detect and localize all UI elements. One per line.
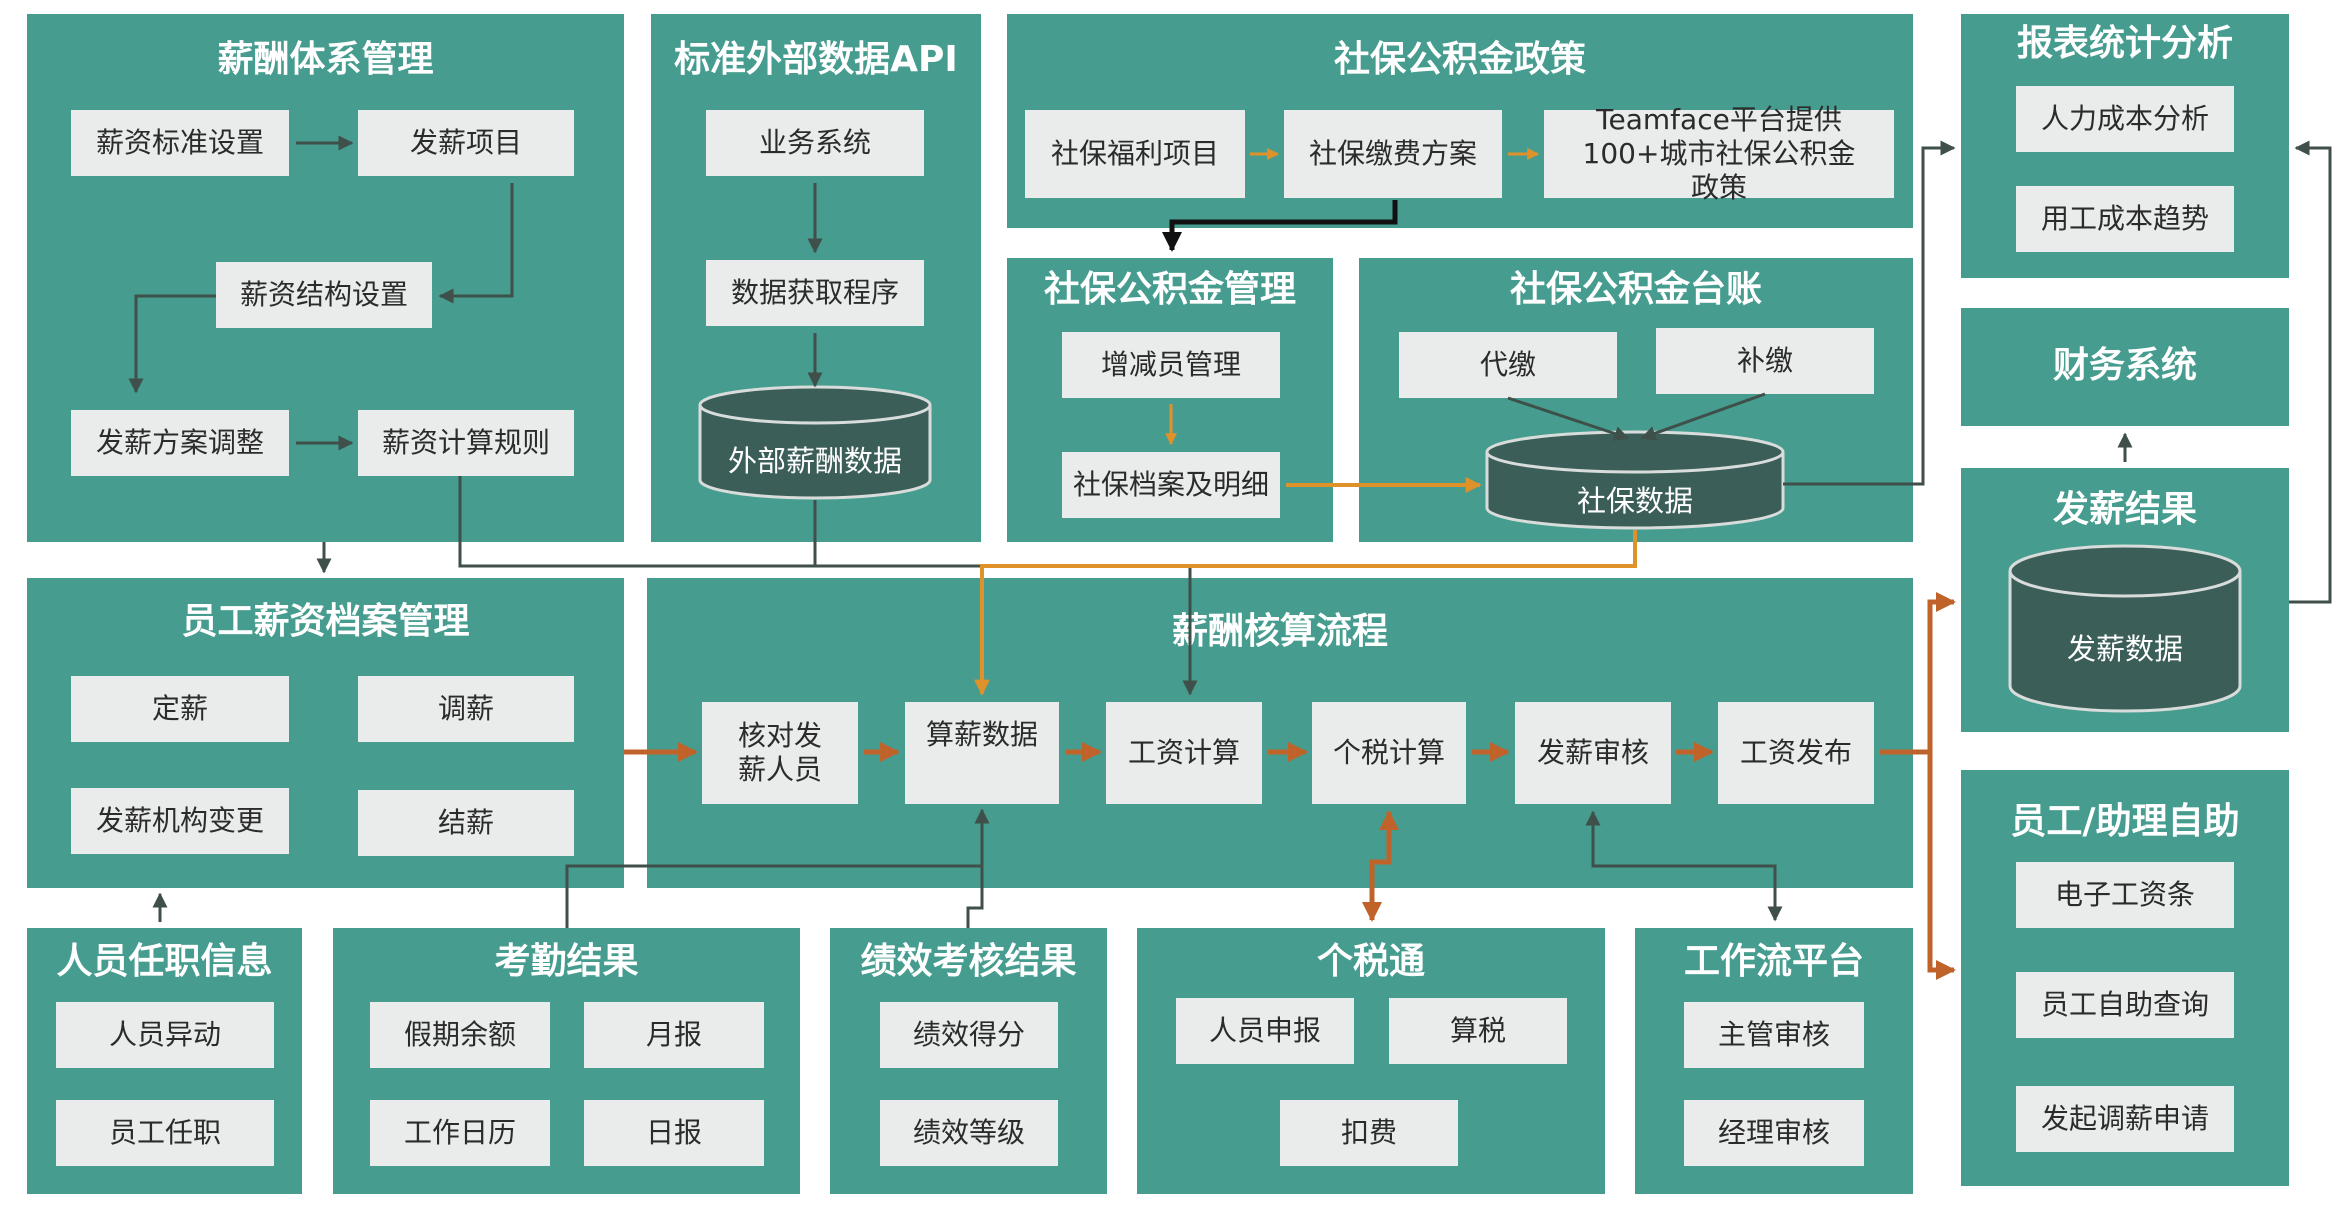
monthly-report[interactable]: 月报 bbox=[584, 1002, 764, 1068]
pay-org-change[interactable]: 发薪机构变更 bbox=[71, 788, 289, 854]
employment-title: 人员任职信息 bbox=[56, 941, 273, 982]
salary-system-title: 薪酬体系管理 bbox=[217, 39, 434, 80]
work-calendar[interactable]: 工作日历 bbox=[370, 1100, 550, 1166]
salary-standard-setting[interactable]: 薪资标准设置 bbox=[71, 110, 289, 176]
tax-calc[interactable]: 个税计算 bbox=[1312, 702, 1466, 804]
salary-structure-setting[interactable]: 薪资结构设置 bbox=[216, 262, 432, 328]
raise-request[interactable]: 发起调薪申请 bbox=[2016, 1086, 2234, 1152]
e-payslip[interactable]: 电子工资条 bbox=[2016, 862, 2234, 928]
fix-salary[interactable]: 定薪 bbox=[71, 676, 289, 742]
leave-balance[interactable]: 假期余额 bbox=[370, 1002, 550, 1068]
ss-manage-title: 社保公积金管理 bbox=[1043, 269, 1296, 310]
staff-declare[interactable]: 人员申报 bbox=[1176, 998, 1354, 1064]
attendance-title: 考勤结果 bbox=[494, 941, 639, 982]
process-chain-arrows bbox=[624, 592, 1956, 980]
proxy-payment[interactable]: 代缴 bbox=[1399, 332, 1617, 398]
staff-change[interactable]: 人员异动 bbox=[56, 1002, 274, 1068]
data-fetch-program[interactable]: 数据获取程序 bbox=[706, 260, 924, 326]
workflow-title: 工作流平台 bbox=[1683, 941, 1864, 982]
business-system[interactable]: 业务系统 bbox=[706, 110, 924, 176]
payresult-to-report-arrow bbox=[2289, 140, 2332, 604]
ss-db-cylinder bbox=[1485, 430, 1785, 530]
wage-release[interactable]: 工资发布 bbox=[1718, 702, 1874, 804]
external-db-label: 外部薪酬数据 bbox=[727, 444, 902, 478]
data-source-lines bbox=[458, 476, 1198, 696]
wage-calc[interactable]: 工资计算 bbox=[1106, 702, 1262, 804]
ss-db-label: 社保数据 bbox=[1576, 484, 1693, 518]
tax-compute[interactable]: 算税 bbox=[1389, 998, 1567, 1064]
pay-db-cylinder bbox=[2008, 544, 2242, 713]
ssdb-to-calcdata-arrow bbox=[974, 530, 1637, 696]
policy-to-manage-arrow bbox=[1162, 200, 1398, 252]
performance-to-calcdata bbox=[966, 866, 984, 928]
adjust-salary[interactable]: 调薪 bbox=[358, 676, 574, 742]
performance-grade[interactable]: 绩效等级 bbox=[880, 1100, 1058, 1166]
tax-deduct[interactable]: 扣费 bbox=[1280, 1100, 1458, 1166]
ss-ledger-title: 社保公积金台账 bbox=[1509, 269, 1762, 310]
staff-position[interactable]: 员工任职 bbox=[56, 1100, 274, 1166]
process-title: 薪酬核算流程 bbox=[1171, 611, 1388, 652]
external-db-cylinder bbox=[698, 385, 932, 500]
pay-plan-adjust[interactable]: 发薪方案调整 bbox=[71, 410, 289, 476]
attendance-to-calcdata bbox=[565, 808, 990, 928]
ssdb-to-report-arrow bbox=[1783, 140, 1956, 486]
manager-review[interactable]: 经理审核 bbox=[1684, 1100, 1864, 1166]
review-workflow-link bbox=[1585, 810, 1783, 922]
supervisor-review[interactable]: 主管审核 bbox=[1684, 1002, 1864, 1068]
pay-result-title: 发薪结果 bbox=[2052, 489, 2197, 530]
calc-data[interactable]: 算薪数据 bbox=[905, 702, 1059, 804]
pay-items[interactable]: 发薪项目 bbox=[358, 110, 574, 176]
salary-system-arrows bbox=[128, 135, 514, 574]
proxy-to-ssdb-arrow bbox=[1507, 396, 1630, 441]
ss-archive-detail[interactable]: 社保档案及明细 bbox=[1062, 452, 1280, 518]
pay-review[interactable]: 发薪审核 bbox=[1515, 702, 1671, 804]
ss-policy-title: 社保公积金政策 bbox=[1333, 39, 1586, 80]
performance-title: 绩效考核结果 bbox=[860, 941, 1077, 982]
labor-cost-trend[interactable]: 用工成本趋势 bbox=[2016, 186, 2234, 252]
ss-payment-plan[interactable]: 社保缴费方案 bbox=[1284, 110, 1502, 198]
external-api-title: 标准外部数据API bbox=[674, 39, 958, 80]
settle-salary[interactable]: 结薪 bbox=[358, 790, 574, 856]
archive-title: 员工薪资档案管理 bbox=[181, 601, 470, 642]
report-title: 报表统计分析 bbox=[2016, 23, 2233, 64]
ss-ledger-panel: 社保公积金台账 bbox=[1359, 258, 1913, 542]
ss-welfare-items[interactable]: 社保福利项目 bbox=[1025, 110, 1245, 198]
finance-panel: 财务系统 bbox=[1961, 308, 2289, 426]
check-pay-staff[interactable]: 核对发薪人员 bbox=[702, 702, 858, 804]
supplement-to-ssdb-arrow bbox=[1640, 392, 1766, 441]
supplementary-payment[interactable]: 补缴 bbox=[1656, 328, 1874, 394]
salary-calc-rule[interactable]: 薪资计算规则 bbox=[358, 410, 574, 476]
performance-score[interactable]: 绩效得分 bbox=[880, 1002, 1058, 1068]
tax-calc-link bbox=[1362, 810, 1399, 922]
pay-db-label: 发薪数据 bbox=[2066, 632, 2183, 666]
daily-report[interactable]: 日报 bbox=[584, 1100, 764, 1166]
self-query[interactable]: 员工自助查询 bbox=[2016, 972, 2234, 1038]
self-service-title: 员工/助理自助 bbox=[2010, 801, 2240, 842]
finance-title: 财务系统 bbox=[2052, 345, 2197, 386]
tax-title: 个税通 bbox=[1316, 941, 1425, 982]
labor-cost-analysis[interactable]: 人力成本分析 bbox=[2016, 86, 2234, 152]
headcount-change[interactable]: 增减员管理 bbox=[1062, 332, 1280, 398]
